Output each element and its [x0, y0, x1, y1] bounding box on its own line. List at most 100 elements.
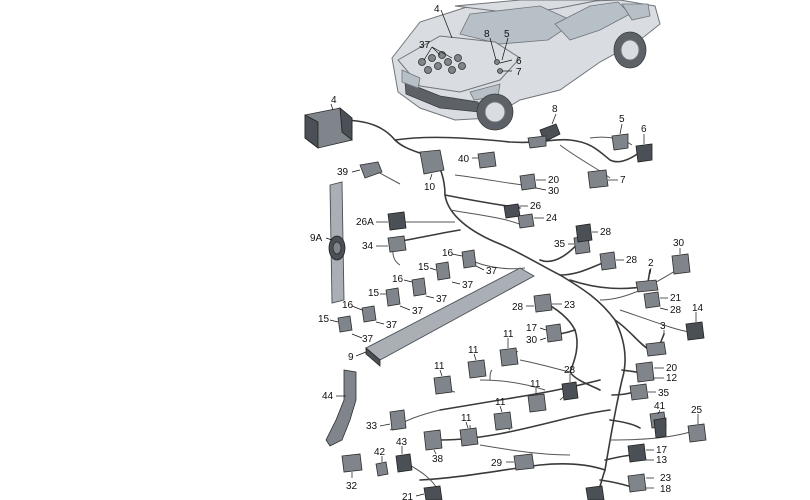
- label-24: 24: [546, 213, 558, 224]
- part-43-connector: [395, 446, 413, 473]
- car-label-6: 6: [516, 56, 522, 67]
- part-42-clip: [375, 456, 389, 477]
- part-17-30-connector: [539, 323, 563, 343]
- part-26-24-connector: [503, 203, 544, 229]
- part-33-connector: [379, 409, 407, 431]
- label-15-a: 15: [418, 262, 430, 273]
- label-11-c: 11: [434, 361, 445, 372]
- car-label-8: 8: [484, 29, 490, 40]
- part-41-bracket: [649, 409, 667, 439]
- label-28-a: 28: [600, 227, 612, 238]
- label-7: 7: [620, 175, 626, 186]
- label-11-a: 11: [503, 329, 514, 340]
- part-20-30-connector: [519, 173, 547, 191]
- label-37-f: 37: [362, 334, 374, 345]
- label-20-b: 20: [666, 363, 678, 374]
- label-12: 12: [666, 373, 678, 384]
- part-26A-connector: [376, 211, 407, 231]
- label-15-b: 15: [368, 288, 380, 299]
- label-23-b: 23: [660, 473, 672, 484]
- label-10: 10: [424, 182, 436, 193]
- label-29: 29: [491, 458, 503, 469]
- part-40-connector: [472, 151, 497, 169]
- injector-sensors: [329, 249, 485, 339]
- label-11-b: 11: [468, 345, 479, 356]
- label-11-e: 11: [495, 397, 506, 408]
- label-28-b: 28: [626, 255, 638, 266]
- part-8-connector: [527, 113, 561, 149]
- part-21-sensor: [643, 291, 669, 311]
- label-30-b: 30: [673, 238, 685, 249]
- label-35-a: 35: [554, 239, 566, 250]
- part-32-connector: [341, 453, 363, 478]
- label-9A: 9A: [310, 233, 323, 244]
- part-10-relay-box: [419, 149, 445, 181]
- label-30-c: 30: [526, 335, 538, 346]
- label-21: 21: [670, 293, 682, 304]
- part-14-connector: [685, 312, 705, 341]
- label-3: 3: [660, 321, 666, 332]
- car-label-37: 37: [419, 40, 431, 51]
- label-16-c: 16: [342, 300, 354, 311]
- part-7-connector: [587, 169, 618, 189]
- label-8: 8: [552, 104, 558, 115]
- part-2-sensor: [635, 267, 659, 293]
- part-38-connector: [423, 429, 443, 455]
- label-37-c: 37: [436, 294, 448, 305]
- part-3-sensor: [645, 330, 667, 357]
- label-17-a: 17: [526, 323, 538, 334]
- label-4: 4: [331, 95, 337, 106]
- label-18: 18: [660, 484, 672, 495]
- label-39: 39: [337, 167, 349, 178]
- label-26A: 26A: [356, 217, 374, 228]
- part-9-rail: [355, 267, 535, 367]
- label-33: 33: [366, 421, 378, 432]
- label-37-e: 37: [386, 320, 398, 331]
- label-28-c: 28: [512, 302, 524, 313]
- vehicle-illustration: [391, 0, 661, 131]
- car-label-5: 5: [504, 29, 510, 40]
- label-26: 26: [530, 201, 542, 212]
- label-13: 13: [656, 455, 668, 466]
- label-11-f: 11: [461, 413, 472, 424]
- label-32: 32: [346, 481, 358, 492]
- label-16-b: 16: [392, 274, 404, 285]
- label-28-e: 28: [564, 365, 576, 376]
- label-17-b: 17: [656, 445, 668, 456]
- part-number-labels: 4 8 5 6 7 39 10 40 20 30 26 24 26A 34 9A…: [310, 95, 704, 500]
- part-6-connector: [635, 134, 653, 163]
- label-5: 5: [619, 114, 625, 125]
- label-14: 14: [692, 303, 704, 314]
- part-21-bottom-connector: [415, 485, 605, 500]
- label-2: 2: [648, 258, 654, 269]
- part-28-connector-b: [599, 251, 624, 271]
- label-38: 38: [432, 454, 444, 465]
- engine-injectors-icon: [418, 51, 466, 74]
- part-5-connector: [611, 123, 629, 151]
- part-17-13-connector: [627, 443, 654, 463]
- label-37-b: 37: [462, 280, 474, 291]
- label-6: 6: [641, 124, 647, 135]
- part-11-sensors: [433, 338, 547, 447]
- label-11-d: 11: [530, 379, 541, 390]
- part-25-connector: [687, 414, 707, 443]
- part-4-control-unit: [304, 103, 353, 149]
- label-35-b: 35: [658, 388, 670, 399]
- part-29-connector: [506, 453, 535, 471]
- label-16-a: 16: [442, 248, 454, 259]
- label-21-b: 21: [402, 492, 414, 500]
- label-42: 42: [374, 447, 386, 458]
- label-9: 9: [348, 352, 354, 363]
- part-30-connector: [671, 248, 691, 275]
- label-44: 44: [322, 391, 334, 402]
- part-9A-strip: [325, 181, 346, 304]
- label-41: 41: [654, 401, 666, 412]
- label-25: 25: [691, 405, 703, 416]
- part-35-connector-b: [629, 383, 656, 401]
- part-44-bracket: [325, 369, 357, 447]
- label-20-a: 20: [548, 175, 560, 186]
- part-23-18-connector: [627, 473, 654, 493]
- part-28-23-connector: [526, 293, 562, 313]
- label-30-a: 30: [548, 186, 560, 197]
